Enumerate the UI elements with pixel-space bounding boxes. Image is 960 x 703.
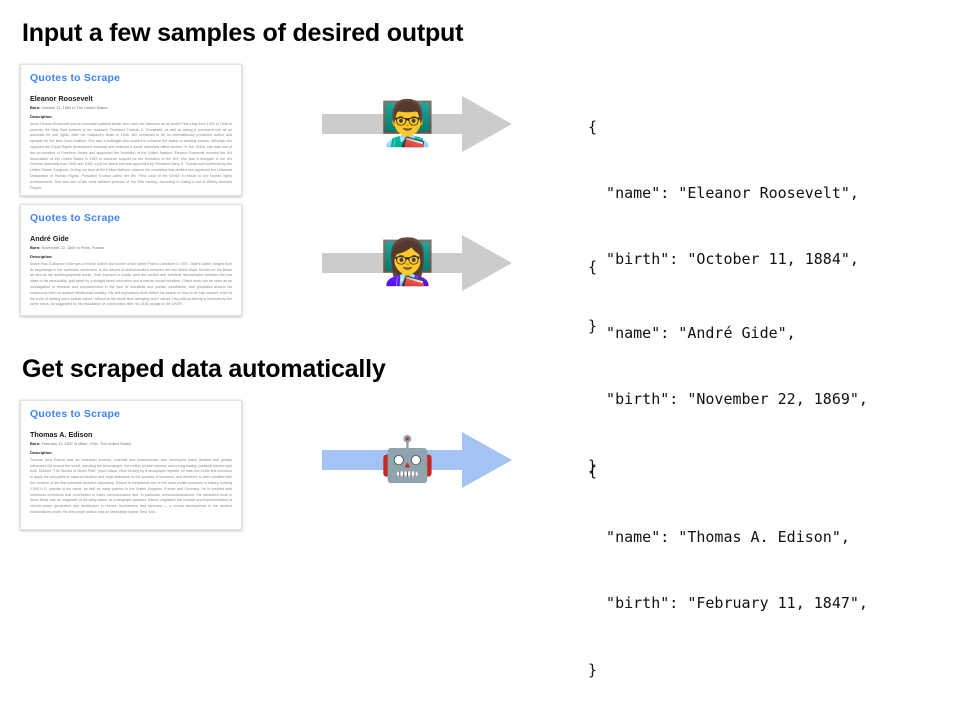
json-birth-line: "birth": "November 22, 1869", [588, 390, 868, 409]
page-title-input-samples: Input a few samples of desired output [22, 19, 464, 47]
born-value: October 11, 1884 in The United States [41, 105, 108, 111]
arrow-row-gide: 👩‍🏫 [322, 227, 512, 299]
right-arrow-icon [322, 96, 512, 152]
robot-emoji: 🤖 [380, 435, 435, 484]
json-close-brace: } [588, 316, 598, 335]
person-name: Thomas A. Edison [30, 429, 93, 439]
json-birth-line: "birth": "October 11, 1884", [588, 250, 859, 269]
json-output-edison: { "name": "Thomas A. Edison", "birth": "… [588, 416, 868, 703]
json-close-brace: } [588, 660, 598, 679]
born-label: Born: [30, 441, 41, 447]
man-teacher-emoji: 👨‍🏫 [380, 99, 435, 148]
site-title: Quotes to Scrape [30, 72, 121, 84]
born-line: Born: October 11, 1884 in The United Sta… [30, 105, 232, 111]
json-name-line: "name": "Eleanor Roosevelt", [588, 184, 859, 203]
quote-page-card-edison[interactable]: Quotes to Scrape Thomas A. Edison Born: … [20, 400, 242, 530]
json-output-roosevelt: { "name": "Eleanor Roosevelt", "birth": … [588, 72, 859, 359]
right-arrow-icon [322, 432, 512, 488]
site-title: Quotes to Scrape [30, 212, 121, 224]
quote-page-card-gide[interactable]: Quotes to Scrape André Gide Born: Novemb… [20, 204, 242, 316]
description-text: Thomas Alva Edison was an American inven… [30, 457, 232, 515]
card-content: Quotes to Scrape Eleanor Roosevelt Born:… [21, 65, 241, 195]
json-name-line: "name": "Thomas A. Edison", [588, 528, 850, 547]
born-label: Born: [30, 245, 41, 251]
site-title: Quotes to Scrape [30, 408, 121, 420]
json-close-brace: } [588, 456, 598, 475]
description-text: André Paul Guillaume Gide was a French a… [30, 261, 232, 307]
born-line: Born: February 11, 1847 in Milan, Ohio, … [30, 441, 232, 447]
page-title-scraped-data: Get scraped data automatically [22, 355, 386, 383]
description-label: Description: [30, 254, 53, 260]
card-content: Quotes to Scrape Thomas A. Edison Born: … [21, 401, 241, 522]
json-output-gide: { "name": "André Gide", "birth": "Novemb… [588, 212, 868, 499]
json-birth-line: "birth": "February 11, 1847", [588, 594, 868, 613]
json-name-line: "name": "André Gide", [588, 324, 796, 343]
json-open-brace: { [588, 258, 598, 277]
description-label: Description: [30, 114, 53, 120]
card-content: Quotes to Scrape André Gide Born: Novemb… [21, 205, 241, 314]
woman-teacher-emoji: 👩‍🏫 [380, 238, 435, 287]
json-open-brace: { [588, 462, 598, 481]
arrow-row-roosevelt: 👨‍🏫 [322, 88, 512, 160]
born-label: Born: [30, 105, 41, 111]
person-name: Eleanor Roosevelt [30, 93, 93, 103]
arrow-row-edison: 🤖 [322, 424, 512, 496]
json-open-brace: { [588, 118, 598, 137]
person-name: André Gide [30, 233, 69, 243]
born-value: February 11, 1847 in Milan, Ohio, The Un… [41, 441, 132, 447]
description-text: Anna Eleanor Roosevelt was an American p… [30, 121, 232, 190]
right-arrow-icon [322, 235, 512, 291]
born-line: Born: November 22, 1869 in Paris, France [30, 245, 232, 251]
quote-page-card-roosevelt[interactable]: Quotes to Scrape Eleanor Roosevelt Born:… [20, 64, 242, 196]
born-value: November 22, 1869 in Paris, France [41, 245, 104, 251]
description-label: Description: [30, 450, 53, 456]
